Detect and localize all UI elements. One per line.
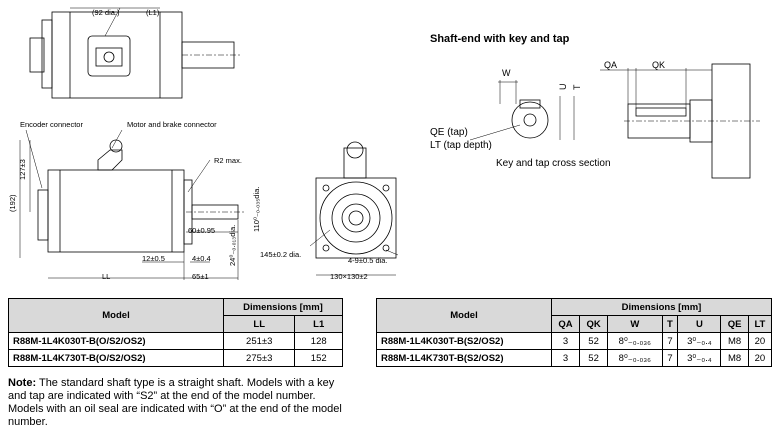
dim-12: 12±0.5 <box>142 254 165 263</box>
motor-brake-connector-label: Motor and brake connector <box>127 120 217 129</box>
u-label: U <box>558 83 568 91</box>
value-cell: 20 <box>747 332 773 350</box>
note: Note: The standard shaft type is a strai… <box>8 377 353 429</box>
dim-4: 4±0.4 <box>192 254 211 263</box>
col-header: QK <box>579 315 609 333</box>
dim-110: 110⁰₋₀.₀₃₅dia. <box>252 186 261 232</box>
value-cell: 8⁰₋₀.₀₃₆ <box>607 332 663 350</box>
w-label: W <box>502 68 511 78</box>
r2-label: R2 max. <box>214 156 242 165</box>
dim-ll: LL <box>102 272 111 281</box>
model-cell: R88M-1L4K030T-B(S2/OS2) <box>376 332 552 350</box>
note-prefix: Note: <box>8 377 37 389</box>
encoder-connector-label: Encoder connector <box>20 120 83 129</box>
col-header: QE <box>720 315 749 333</box>
col-header: W <box>607 315 663 333</box>
value-cell: 152 <box>294 349 343 367</box>
dim-145: 145±0.2 dia. <box>260 250 302 259</box>
table-row: R88M-1L4K730T-B(S2/OS2) 3 52 8⁰₋₀.₀₃₆ 7 … <box>376 349 773 367</box>
qk-label: QK <box>652 60 666 70</box>
model-header: Model <box>376 298 552 333</box>
t-label: T <box>572 84 582 91</box>
table-row: R88M-1L4K030T-B(S2/OS2) 3 52 8⁰₋₀.₀₃₆ 7 … <box>376 332 773 350</box>
col-header: U <box>677 315 722 333</box>
value-cell: 251±3 <box>222 332 296 350</box>
value-cell: M8 <box>720 349 749 367</box>
dim-holes: 4-9±0.5 dia. <box>348 256 388 265</box>
value-cell: 128 <box>294 332 343 350</box>
dim-192: (192) <box>8 194 17 212</box>
dim-24: 24⁰₋₀.₀₁₃dia. <box>228 224 237 266</box>
value-cell: 8⁰₋₀.₀₃₆ <box>607 349 663 367</box>
model-cell: R88M-1L4K730T-B(S2/OS2) <box>376 349 552 367</box>
table-row: R88M-1L4K730T-B(O/S2/OS2) 275±3 152 <box>8 349 343 367</box>
dim-130: 130×130±2 <box>330 272 368 281</box>
value-cell: 7 <box>661 332 679 350</box>
qa-label: QA <box>604 60 618 70</box>
dimensions-table-shaft: Model Dimensions [mm] QA QK W T U QE LT … <box>376 298 773 367</box>
value-cell: 3 <box>550 332 581 350</box>
lt-label: LT (tap depth) <box>430 140 492 151</box>
value-cell: 275±3 <box>222 349 296 367</box>
table-row: R88M-1L4K030T-B(O/S2/OS2) 251±3 128 <box>8 332 343 350</box>
value-cell: M8 <box>720 332 749 350</box>
dim-127: 127±3 <box>18 159 27 180</box>
value-cell: 3⁰₋₀.₄ <box>677 349 722 367</box>
value-cell: 52 <box>579 349 609 367</box>
col-header: L1 <box>294 315 343 333</box>
dim-65: 65±1 <box>192 272 209 281</box>
model-cell: R88M-1L4K030T-B(O/S2/OS2) <box>8 332 224 350</box>
shaft-end-title: Shaft-end with key and tap <box>430 33 570 45</box>
value-cell: 3⁰₋₀.₄ <box>677 332 722 350</box>
model-cell: R88M-1L4K730T-B(O/S2/OS2) <box>8 349 224 367</box>
value-cell: 20 <box>747 349 773 367</box>
value-cell: 3 <box>550 349 581 367</box>
dim-60: 60±0.95 <box>188 226 216 235</box>
model-header: Model <box>8 298 224 333</box>
dimensions-header: Dimensions [mm] <box>223 298 343 316</box>
col-header: LT <box>747 315 773 333</box>
note-text: The standard shaft type is a straight sh… <box>8 377 342 428</box>
col-header: T <box>661 315 679 333</box>
qe-label: QE (tap) <box>430 127 468 138</box>
cross-section-caption: Key and tap cross section <box>496 158 611 169</box>
l1-label: (L1) <box>146 8 160 17</box>
dia92-label: (92 dia.) <box>92 8 120 17</box>
dimensions-table-ll-l1: Model Dimensions [mm] LL L1 R88M-1L4K030… <box>8 298 343 367</box>
dimensions-header: Dimensions [mm] <box>551 298 772 316</box>
value-cell: 52 <box>579 332 609 350</box>
col-header: QA <box>550 315 581 333</box>
value-cell: 7 <box>661 349 679 367</box>
col-header: LL <box>222 315 296 333</box>
